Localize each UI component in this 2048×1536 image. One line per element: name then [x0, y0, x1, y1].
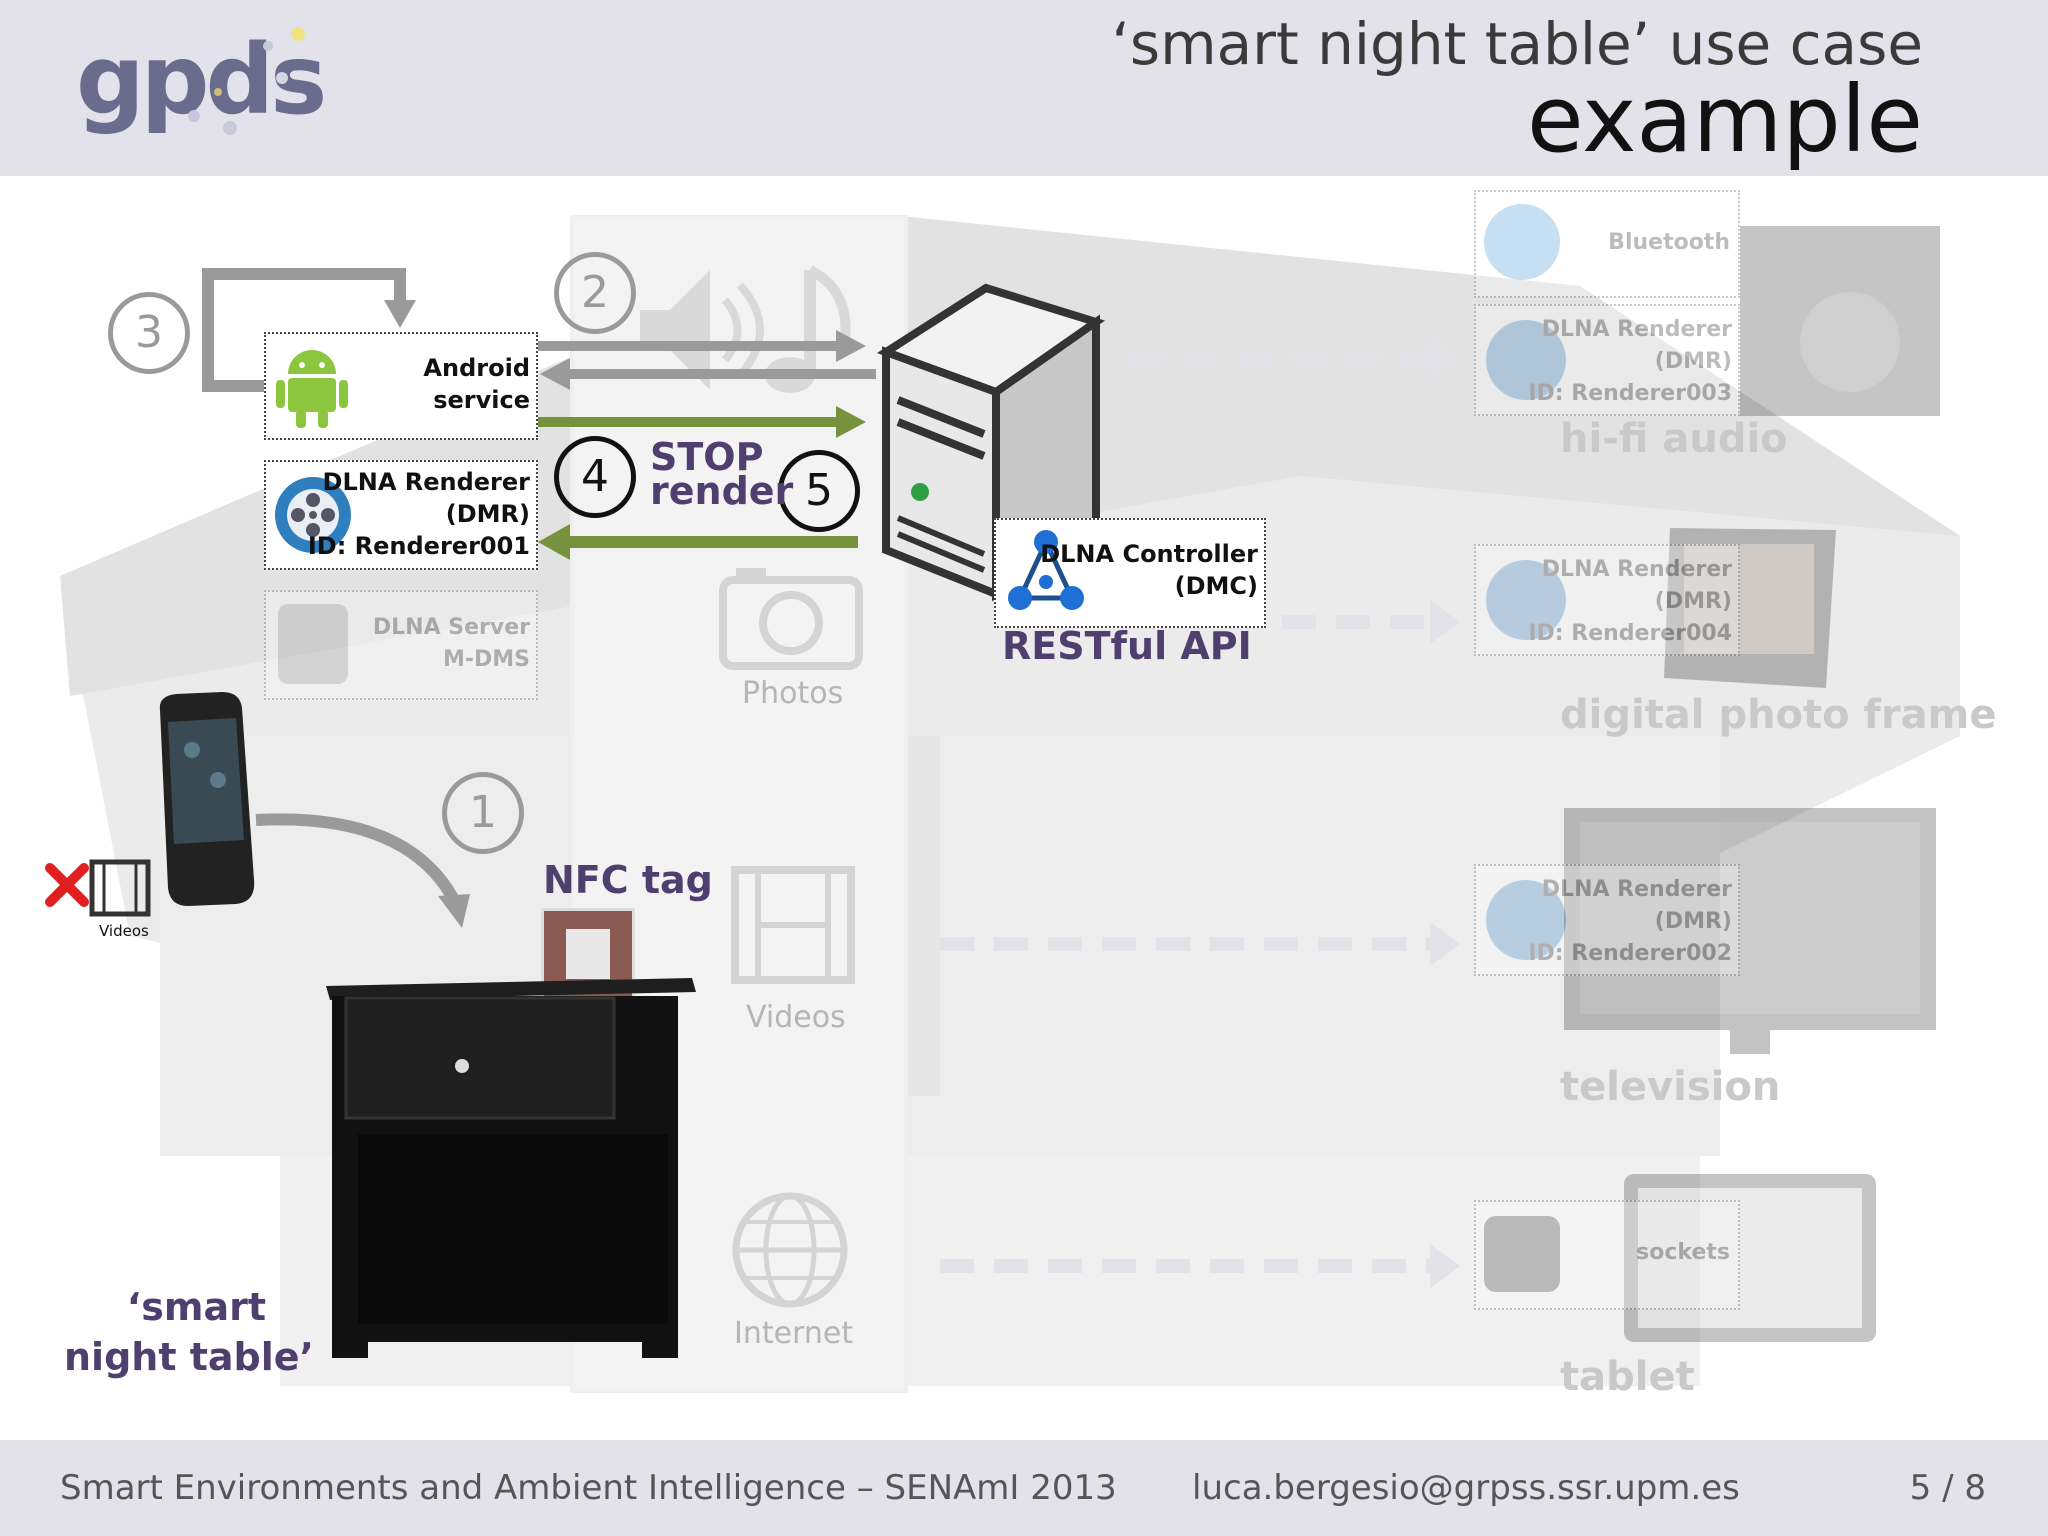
dmr-tv-box: DLNA Renderer (DMR) ID: Renderer002 — [1474, 864, 1740, 976]
dmr-hifi-box: DLNA Renderer (DMR) ID: Renderer003 — [1474, 304, 1740, 416]
controller-line2: (DMC) — [1174, 572, 1258, 600]
footer-email: luca.bergesio@grpss.ssr.upm.es — [1192, 1468, 1740, 1508]
dmr-local-box: DLNA Renderer (DMR) ID: Renderer001 — [264, 460, 538, 570]
device-dashed-arrows — [940, 336, 1460, 1288]
photo-frame-image — [1664, 528, 1836, 688]
dmr-local-line2: (DMR) — [445, 500, 530, 528]
dmr-hifi-line3: ID: Renderer003 — [1528, 381, 1732, 406]
sockets-box: sockets — [1474, 1200, 1740, 1310]
dlna-server-box: DLNA Server M-DMS — [264, 590, 538, 700]
server-tower-icon — [877, 283, 1105, 602]
slide-title-line1: ‘smart night table’ use case — [1111, 10, 1923, 78]
film-reel-icon — [1486, 320, 1566, 400]
footer-page-number: 5 / 8 — [1909, 1468, 1986, 1508]
dmr-hifi-line2: (DMR) — [1654, 349, 1732, 374]
nfc-chip — [566, 929, 610, 979]
night-table-label: ‘smart night table’ — [64, 1282, 314, 1382]
media-photos-label: Photos — [742, 676, 844, 711]
night-table-label-line1: ‘smart — [126, 1285, 266, 1329]
socket-icon — [1484, 1216, 1560, 1292]
android-service-box: Android service — [264, 332, 538, 440]
footer-bar — [0, 1440, 2048, 1536]
render-label: render — [650, 469, 794, 513]
footer-conference: Smart Environments and Ambient Intellige… — [60, 1468, 1117, 1508]
stop-render-label: STOP render — [650, 435, 794, 513]
dlna-server-line1: DLNA Server — [372, 615, 530, 640]
stop-label: STOP — [650, 435, 764, 479]
logo-dots — [188, 27, 305, 135]
film-reel-icon — [1486, 560, 1566, 640]
bluetooth-label: Bluetooth — [1608, 230, 1730, 255]
dmr-photo-frame-box: DLNA Renderer (DMR) ID: Renderer004 — [1474, 544, 1740, 656]
dmr-tv-line2: (DMR) — [1654, 909, 1732, 934]
film-icon — [731, 866, 855, 984]
bluetooth-icon — [1484, 204, 1560, 280]
controller-line1: DLNA Controller — [1040, 540, 1258, 568]
android-robot-icon — [276, 350, 348, 428]
nfc-tag-label: NFC tag — [543, 858, 713, 902]
dmr-photo-line2: (DMR) — [1654, 589, 1732, 614]
film-reel-icon — [1486, 880, 1566, 960]
step-3-circle: 3 — [108, 292, 190, 374]
step-5-circle: 5 — [778, 450, 860, 532]
dmr-hifi-line1: DLNA Renderer — [1541, 317, 1732, 342]
media-internet-label: Internet — [734, 1316, 854, 1351]
step-2-circle: 2 — [554, 252, 636, 334]
videos-small-label: Videos — [99, 922, 149, 940]
bluetooth-box: Bluetooth — [1474, 190, 1740, 298]
hifi-caption: hi-fi audio — [1560, 416, 1788, 462]
network-nodes-icon — [1008, 530, 1084, 610]
dmr-photo-line1: DLNA Renderer — [1541, 557, 1732, 582]
film-reel-icon — [275, 477, 351, 553]
dmr-tv-line1: DLNA Renderer — [1541, 877, 1732, 902]
dlna-controller-box: DLNA Controller (DMC) — [994, 518, 1266, 628]
slide-title-line2: example — [1527, 66, 1923, 173]
dlna-server-line2: M-DMS — [442, 647, 530, 672]
hifi-speaker-image — [1740, 226, 1940, 416]
database-icon — [278, 604, 348, 684]
tv-caption: television — [1560, 1064, 1781, 1110]
sockets-label: sockets — [1636, 1240, 1730, 1265]
speaker-music-icon — [640, 265, 851, 393]
night-table-label-line2: night table’ — [64, 1335, 314, 1379]
television-image — [1564, 808, 1936, 1054]
tablet-image — [1624, 1174, 1876, 1342]
media-videos-label: Videos — [746, 1000, 846, 1035]
photo-frame-caption: digital photo frame — [1560, 692, 1997, 738]
android-label-line2: service — [433, 386, 530, 414]
tablet-caption: tablet — [1560, 1354, 1695, 1400]
camera-icon — [719, 568, 863, 670]
restful-api-label: RESTful API — [1002, 624, 1252, 668]
dmr-local-line1: DLNA Renderer — [322, 468, 530, 496]
header-bar — [0, 0, 2048, 176]
no-videos-icon — [45, 859, 151, 917]
night-table-image — [326, 978, 696, 1358]
android-label-line1: Android — [423, 354, 530, 382]
globe-icon — [732, 1192, 848, 1308]
flow-arrows — [202, 268, 876, 928]
smartphone-image — [159, 692, 255, 906]
dmr-local-line3: ID: Renderer001 — [307, 532, 530, 560]
step-4-circle: 4 — [554, 436, 636, 518]
dmr-tv-line3: ID: Renderer002 — [1528, 941, 1732, 966]
dmr-photo-line3: ID: Renderer004 — [1528, 621, 1732, 646]
step-1-circle: 1 — [442, 772, 524, 854]
